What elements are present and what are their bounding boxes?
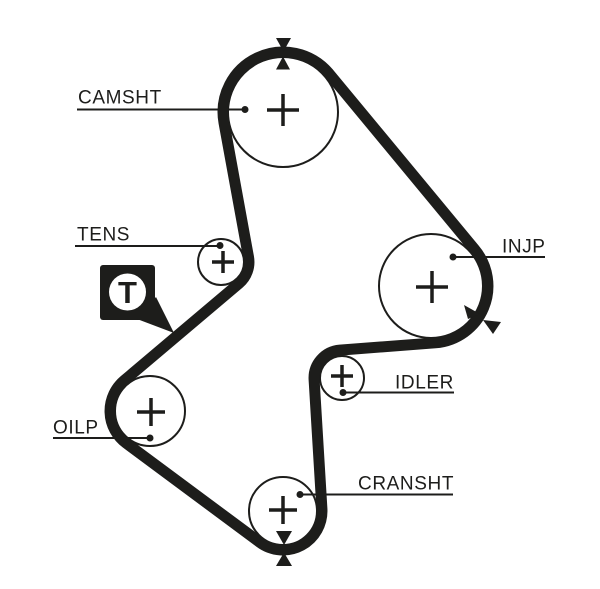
tensioner-icon-circle — [109, 273, 146, 311]
idler-label: IDLER — [395, 373, 454, 394]
timing-belt-path — [104, 46, 494, 556]
injection-pump-timing-mark-inner-icon — [464, 305, 480, 319]
idler-leader-dot — [339, 389, 347, 396]
pulley-labels: CAMSHT TENS OILP CRANSHT IDLER INJP — [53, 88, 546, 495]
crankshaft-leader-dot — [296, 491, 304, 498]
camshaft-leader-dot — [241, 106, 249, 113]
tensioner-callout-icon: T — [100, 265, 174, 333]
injection-pump-leader-dot — [449, 253, 457, 261]
tensioner-icon-pointer-tail — [137, 297, 174, 333]
crankshaft-label: CRANSHT — [358, 474, 454, 495]
idler-center-cross-icon — [331, 365, 353, 387]
oil-pump-label: OILP — [53, 418, 99, 439]
injection-pump-center-cross-icon — [416, 271, 448, 303]
tensioner-label: TENS — [77, 225, 130, 246]
camshaft-timing-mark-outer-icon — [276, 38, 291, 52]
tensioner-center-cross-icon — [212, 251, 234, 273]
crankshaft-timing-mark-inner-icon — [276, 531, 292, 545]
camshaft-center-cross-icon — [267, 94, 299, 126]
tensioner-icon-letter: T — [118, 275, 137, 310]
injection-pump-timing-mark-outer-icon — [483, 320, 501, 334]
oil-pump-center-cross-icon — [137, 398, 165, 426]
crankshaft-timing-mark-outer-icon — [276, 552, 292, 566]
crankshaft-center-cross-icon — [269, 496, 297, 524]
injection-pump-label: INJP — [502, 237, 546, 258]
idler-pulley — [319, 355, 365, 401]
camshaft-label: CAMSHT — [78, 88, 162, 109]
timing-marks — [276, 38, 501, 566]
oil-pump-leader-dot — [146, 434, 154, 442]
camshaft-timing-mark-inner-icon — [276, 56, 290, 70]
tensioner-leader-dot — [216, 242, 224, 249]
label-leader-lines — [53, 106, 545, 498]
